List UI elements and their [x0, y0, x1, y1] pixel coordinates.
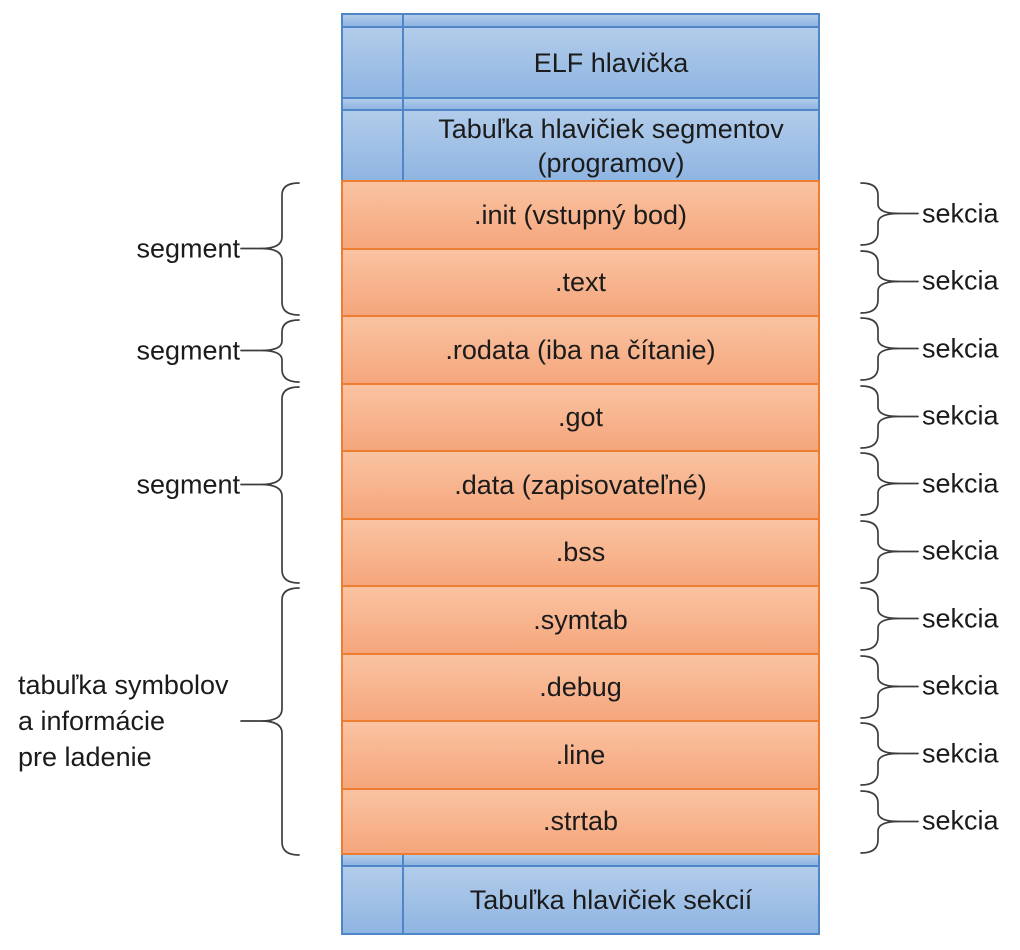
section-row-bss: .bss: [341, 517, 820, 585]
symbol-table-brace: [240, 587, 300, 856]
sekcia-label-6: sekcia: [922, 535, 999, 566]
section-label: .rodata (iba na čítanie): [445, 334, 716, 365]
segment-brace-3: [240, 386, 300, 584]
section-row-line: .line: [341, 720, 820, 788]
symbol-table-label: tabuľka symbolov a informácie pre ladeni…: [18, 667, 228, 775]
segment-label-3: segment: [136, 469, 240, 499]
section-row-text: .text: [341, 247, 820, 315]
section-row-init: .init (vstupný bod): [341, 180, 820, 248]
section-brace-debug: [860, 654, 919, 719]
program-header-table-label: Tabuľka hlavičiek segmentov (programov): [438, 113, 784, 178]
sekcia-label-2: sekcia: [922, 265, 999, 296]
sekcia-label-10: sekcia: [922, 805, 999, 836]
segment-brace-2: [240, 319, 300, 383]
section-brace-text: [860, 249, 919, 314]
blue-left-column-divider: [343, 111, 404, 180]
symbol-table-label-line1: tabuľka symbolov: [18, 670, 229, 700]
section-brace-symtab: [860, 587, 919, 651]
section-label: .symtab: [533, 604, 628, 635]
blue-left-column-divider: [343, 15, 404, 26]
section-label: .debug: [539, 672, 622, 703]
symbol-table-label-line2: a informácie: [18, 706, 166, 736]
section-brace-bss: [860, 519, 919, 584]
section-row-data: .data (zapisovateľné): [341, 450, 820, 518]
blue-spacer-row-mid: [341, 97, 820, 109]
section-row-rodata: .rodata (iba na čítanie): [341, 315, 820, 383]
elf-stack: ELF hlavička Tabuľka hlavičiek segmentov…: [341, 13, 820, 935]
blue-left-column-divider: [343, 28, 404, 97]
section-row-debug: .debug: [341, 652, 820, 720]
sekcia-label-3: sekcia: [922, 333, 999, 363]
section-row-symtab: .symtab: [341, 585, 820, 653]
blue-spacer-row-bottom: [341, 855, 820, 865]
section-brace-init: [860, 182, 919, 246]
segment-label-2: segment: [136, 335, 240, 365]
section-row-strtab: .strtab: [341, 787, 820, 855]
section-row-got: .got: [341, 382, 820, 450]
sekcia-label-9: sekcia: [922, 738, 999, 768]
elf-header-row: ELF hlavička: [341, 26, 820, 97]
blue-left-column-divider: [343, 867, 404, 933]
segment-label-1: segment: [136, 233, 240, 263]
section-brace-data: [860, 452, 919, 516]
segment-brace-1: [240, 182, 300, 316]
section-label: .bss: [555, 537, 606, 568]
section-label: .text: [554, 267, 607, 298]
sekcia-label-4: sekcia: [922, 400, 999, 431]
section-label: .data (zapisovateľné): [454, 469, 707, 500]
section-label: .got: [557, 402, 604, 433]
section-header-table-label: Tabuľka hlavičiek sekcií: [469, 885, 753, 915]
section-brace-rodata: [860, 317, 919, 381]
section-header-table-row: Tabuľka hlavičiek sekcií: [341, 865, 820, 935]
section-brace-strtab: [860, 789, 919, 854]
symbol-table-label-line3: pre ladenie: [18, 742, 152, 772]
program-header-table-row: Tabuľka hlavičiek segmentov (programov): [341, 109, 820, 180]
section-brace-line: [860, 722, 919, 786]
sekcia-label-7: sekcia: [922, 603, 999, 633]
elf-header-label: ELF hlavička: [533, 47, 689, 78]
sekcia-label-8: sekcia: [922, 670, 999, 701]
section-label: .line: [555, 739, 606, 770]
section-label: .strtab: [542, 806, 619, 837]
blue-left-column-divider: [343, 855, 404, 865]
blue-spacer-row-top: [341, 13, 820, 26]
sekcia-label-1: sekcia: [922, 198, 999, 228]
section-label: .init (vstupný bod): [473, 199, 688, 230]
sekcia-label-5: sekcia: [922, 468, 999, 498]
blue-left-column-divider: [343, 99, 404, 109]
section-brace-got: [860, 384, 919, 449]
